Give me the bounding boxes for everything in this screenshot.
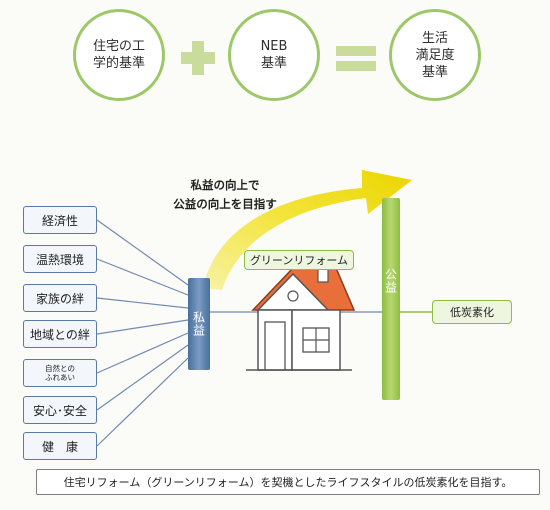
circle-text-line: 満足度: [415, 47, 455, 63]
headline-line: 公益の向上を目指す: [173, 197, 277, 211]
factor-box: 温熱環境: [23, 245, 97, 273]
circle-engineering-criteria: 住宅の工 学的基準: [73, 9, 165, 101]
circle-text-line: 住宅の工: [92, 39, 145, 54]
circle-life-satisfaction-criteria: 生活 満足度 基準: [389, 9, 481, 101]
circle-text-line: 基準: [260, 56, 287, 71]
low-carbon-label: 低炭素化: [432, 300, 512, 324]
factor-box: 家族の絆: [23, 284, 97, 312]
circle-text-line: 基準: [421, 64, 448, 80]
circle-text-line: NEB: [260, 39, 288, 54]
headline: 私益の向上で 公益の向上を目指す: [150, 176, 300, 214]
house-illustration: [246, 261, 356, 371]
private-benefit-label: 私益: [191, 311, 206, 337]
factor-box: 安心･安全: [23, 396, 97, 424]
circle-text-line: 生活: [421, 30, 448, 46]
equals-icon: [336, 46, 376, 71]
headline-line: 私益の向上で: [190, 178, 260, 192]
connector-lines: [96, 219, 382, 447]
green-reform-label: グリーンリフォーム: [244, 250, 354, 270]
plus-icon: [181, 41, 215, 75]
public-benefit-label: 公益: [383, 268, 398, 294]
factor-box: 地域との絆: [23, 320, 97, 348]
factor-box: 健 康: [23, 432, 97, 460]
progress-arrow: [203, 170, 412, 290]
factor-box: 自然との ふれあい: [23, 359, 97, 387]
private-benefit-bar: 私益: [188, 278, 210, 370]
circle-neb-criteria: NEB 基準: [228, 9, 320, 101]
summary-box: 住宅リフォーム（グリーンリフォーム）を契機としたライフスタイルの低炭素化を目指す…: [36, 469, 540, 495]
circle-text-line: 学的基準: [92, 56, 145, 71]
factor-box: 経済性: [23, 206, 97, 234]
public-benefit-bar: 公益: [382, 198, 400, 400]
